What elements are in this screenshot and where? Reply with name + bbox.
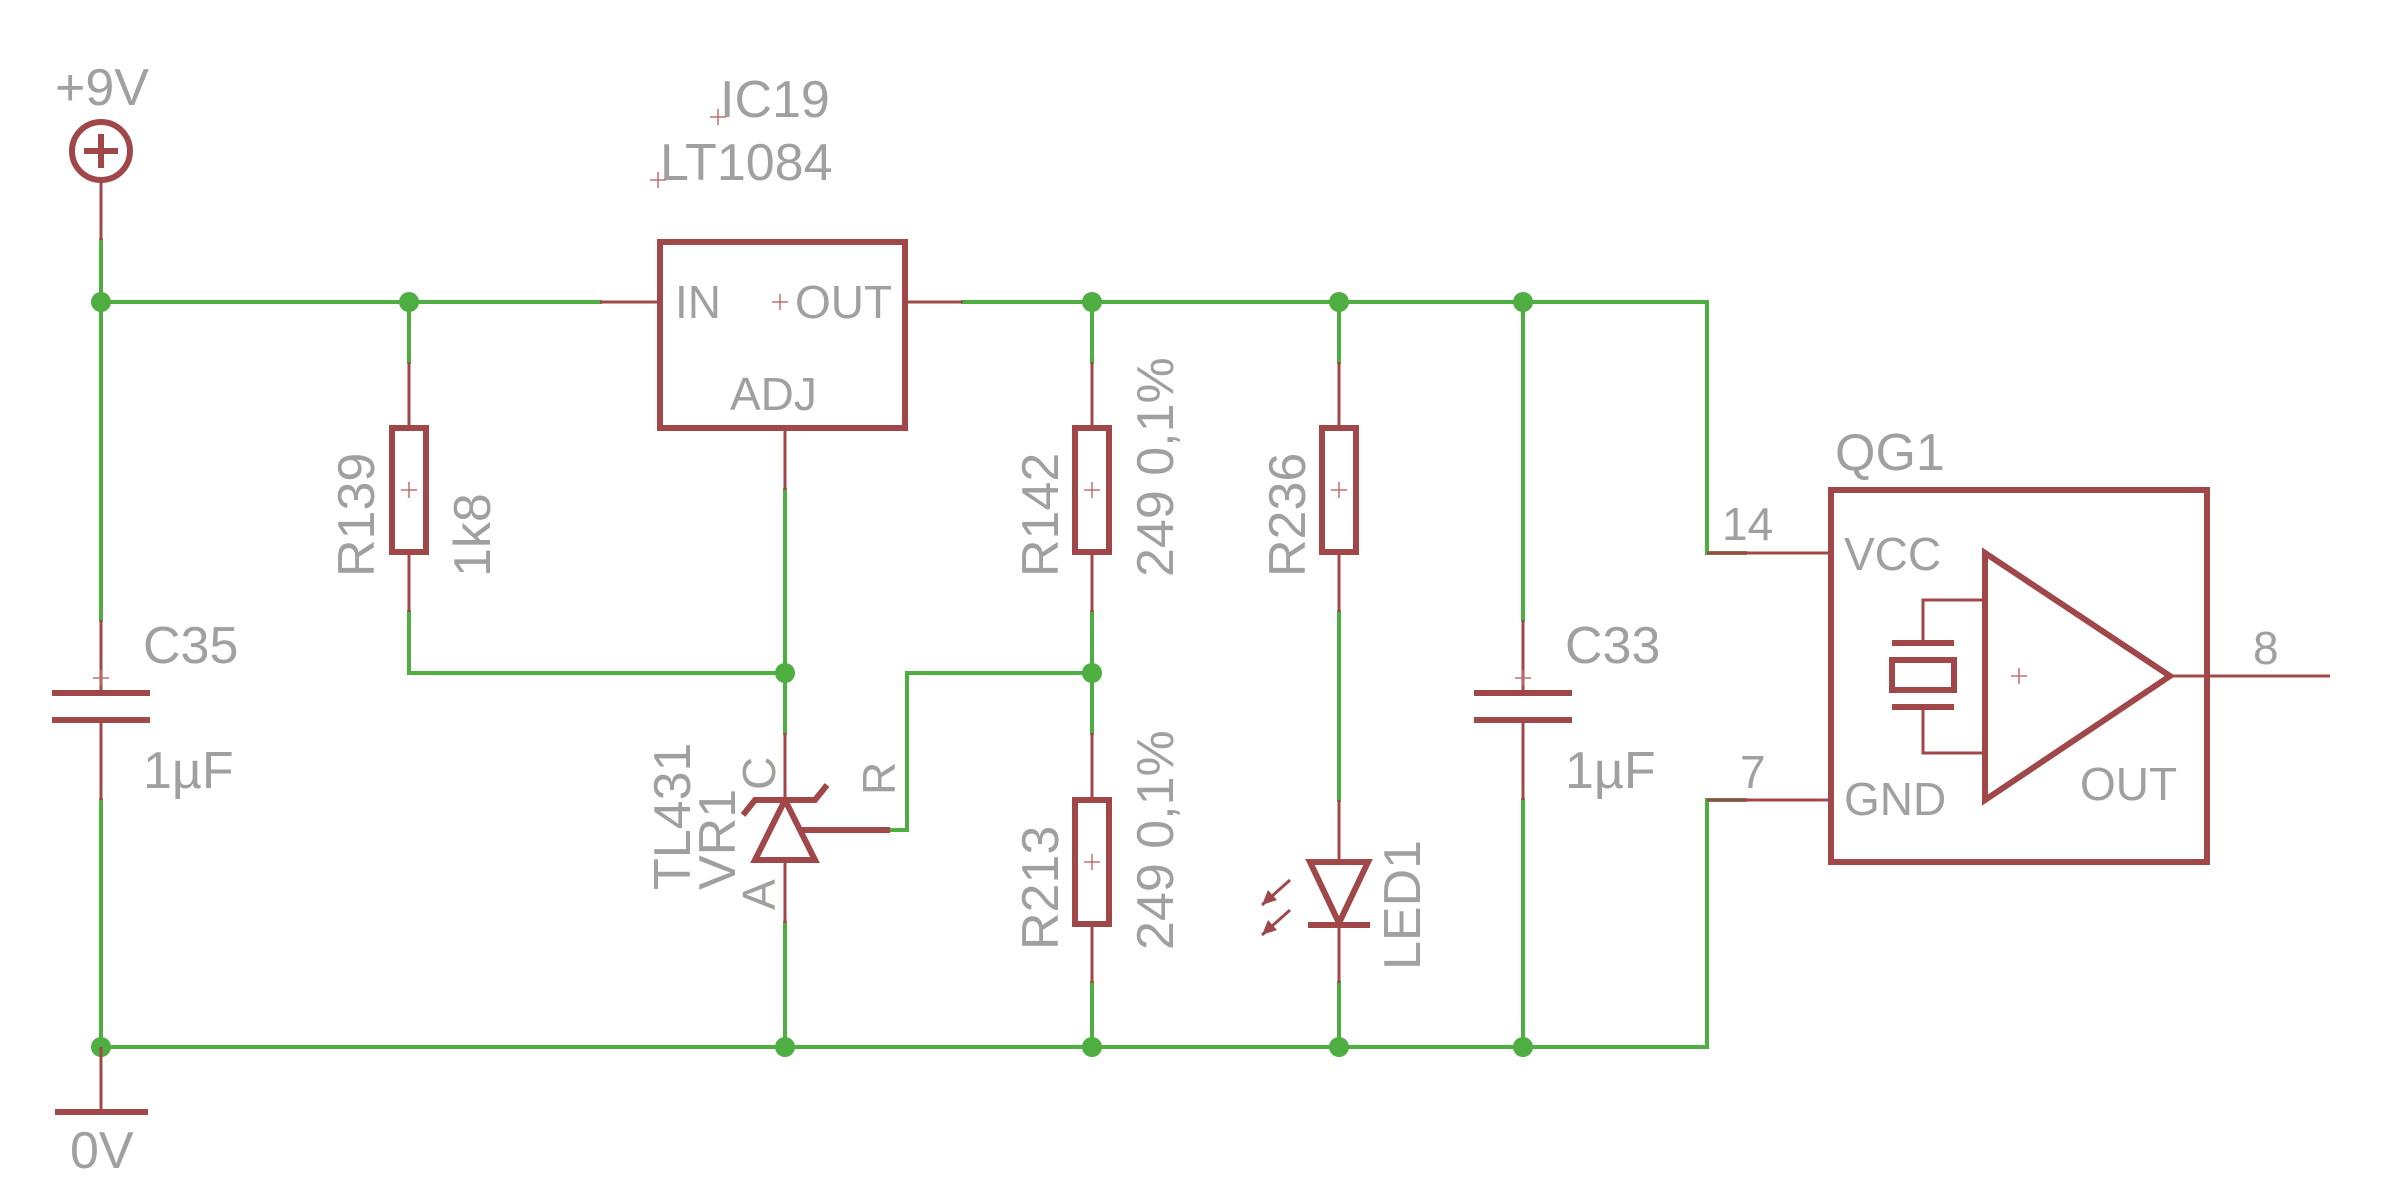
origin-cross-icon: [1331, 482, 1347, 498]
ic19-pin-in-label: IN: [675, 276, 721, 328]
origin-cross-icon: [2011, 668, 2027, 684]
origin-cross-icon: [772, 294, 788, 310]
junction-node: [775, 663, 795, 683]
r139-name: R139: [328, 453, 386, 577]
junction-node: [1082, 292, 1102, 312]
amplifier-triangle-icon: [1982, 547, 2176, 806]
supply-ground-0v: 0V: [55, 1047, 148, 1180]
origin-cross-icon: [1084, 482, 1100, 498]
ic19-name: IC19: [720, 71, 830, 129]
wire-r139-bottom: [407, 610, 787, 675]
ic19-value: LT1084: [660, 134, 833, 192]
qg1-pin-7-label: 7: [1740, 746, 1766, 798]
origin-cross-icon: [650, 172, 666, 188]
light-emission-arrows-icon: [1261, 878, 1291, 937]
junction-node: [1329, 292, 1349, 312]
junction-node: [399, 292, 419, 312]
origin-cross-icon: [1084, 854, 1100, 870]
qg1-pin-14-label: 14: [1722, 498, 1773, 550]
resistor-r139: R139 1k8: [328, 362, 502, 612]
r213-name: R213: [1012, 826, 1070, 950]
vr1-value: TL431: [644, 743, 702, 890]
capacitor-c33: C33 1µF: [1474, 617, 1660, 800]
qg1-name: QG1: [1835, 424, 1945, 482]
regulator-ic19: IC19 LT1084 IN OUT ADJ: [600, 71, 963, 490]
qg1-out-label: OUT: [2080, 758, 2177, 810]
led-led1: LED1: [1261, 800, 1432, 983]
junction-node: [1513, 292, 1533, 312]
wire-gnd-feed: [1705, 798, 1747, 1049]
supply-pos-label: +9V: [55, 59, 149, 117]
ic19-pin-out-label: OUT: [795, 276, 892, 328]
crystal-icon: [1889, 598, 1985, 755]
resistor-r236: R236: [1259, 362, 1359, 612]
shunt-reference-vr1: TL431 VR1 A C R: [644, 733, 905, 923]
qg1-vcc-label: VCC: [1844, 528, 1941, 580]
junction-node: [1082, 663, 1102, 683]
ic19-pin-adj-label: ADJ: [730, 368, 817, 420]
c35-value: 1µF: [143, 742, 234, 800]
junction-node: [1513, 1037, 1533, 1057]
vr1-pin-r-label: R: [853, 762, 905, 795]
r142-name: R142: [1012, 453, 1070, 577]
origin-cross-icon: [93, 670, 109, 686]
r213-value: 249 0,1%: [1127, 730, 1185, 950]
junction-node: [1082, 1037, 1102, 1057]
origin-cross-icon: [710, 109, 726, 125]
r139-value: 1k8: [444, 493, 502, 577]
vr1-cathode-bar: [740, 783, 830, 817]
origin-cross-icon: [1515, 670, 1531, 686]
led1-name: LED1: [1374, 840, 1432, 970]
resistor-r142: R142 249 0,1%: [1012, 357, 1185, 612]
junction-node: [1329, 1037, 1349, 1057]
supply-plus-9v: +9V: [55, 59, 149, 240]
vr1-pin-a-label: A: [733, 879, 785, 910]
origin-cross-icon: [401, 482, 417, 498]
junction-node: [91, 292, 111, 312]
r142-value: 249 0,1%: [1127, 357, 1185, 577]
qg1-gnd-label: GND: [1844, 773, 1946, 825]
qg1-pin-8-label: 8: [2253, 622, 2279, 674]
r236-name: R236: [1259, 453, 1317, 577]
resistor-r213: R213 249 0,1%: [1012, 730, 1185, 983]
vr1-pin-c-label: C: [733, 757, 785, 790]
wires: [99, 238, 1747, 1049]
wire-vr1-ref: [888, 671, 1094, 832]
c33-value: 1µF: [1565, 742, 1656, 800]
capacitor-c35: C35 1µF: [52, 617, 238, 800]
ic19-body: [657, 239, 908, 431]
oscillator-qg1: QG1 14 7 8 VCC GND OUT: [1707, 424, 2330, 865]
junction-node: [775, 1037, 795, 1057]
ground-label: 0V: [70, 1122, 134, 1180]
c33-name: C33: [1565, 617, 1660, 675]
vr1-name: VR1: [689, 789, 747, 890]
led1-diode-triangle: [1305, 859, 1373, 930]
c35-name: C35: [143, 617, 238, 675]
